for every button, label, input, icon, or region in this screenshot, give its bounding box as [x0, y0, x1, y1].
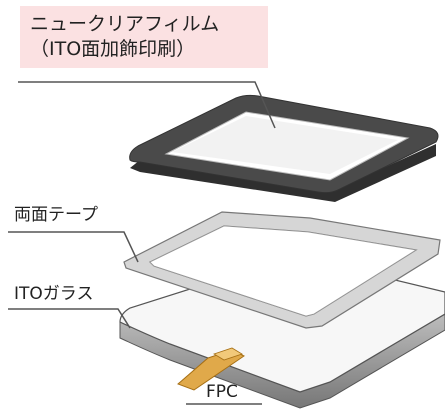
fpc-tail: [177, 347, 245, 391]
fpc-label: FPC: [206, 382, 238, 402]
tape-label: 両面テープ: [14, 205, 98, 225]
glass-leader-line: [8, 308, 131, 329]
film-leader-line: [18, 81, 276, 129]
film-title-line1: ニュークリアフィルム: [30, 13, 220, 35]
film-title-line2: （ITO面加飾印刷）: [30, 38, 196, 60]
film-title-box: ニュークリアフィルム （ITO面加飾印刷）: [20, 6, 268, 68]
nuclear-film: [129, 94, 439, 202]
double-sided-tape: [123, 211, 441, 329]
glass-label: ITOガラス: [14, 284, 94, 304]
tape-leader-line: [8, 231, 139, 263]
